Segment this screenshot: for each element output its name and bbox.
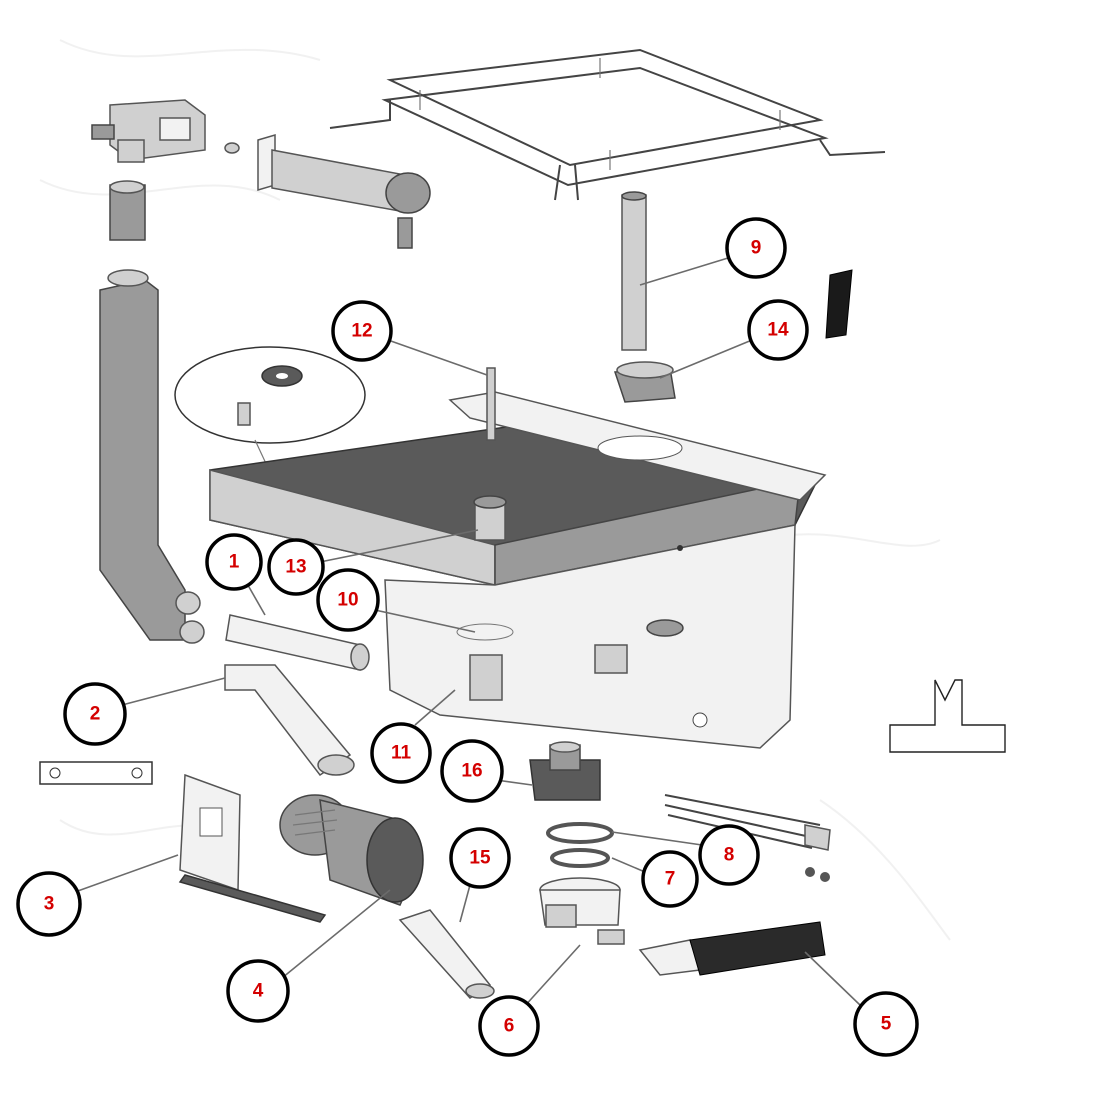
heating-element: [664, 794, 831, 882]
callout-label: 14: [767, 320, 789, 341]
straight-pipe: [225, 614, 370, 671]
small-elbow: [398, 909, 495, 999]
callout-10: 10: [316, 568, 380, 632]
callout-2: 2: [63, 682, 127, 746]
drain-nut: [529, 741, 601, 801]
inlet-pipe: [257, 133, 431, 249]
callout-label: 15: [469, 848, 491, 869]
t-profile-symbol: [889, 679, 1006, 753]
callout-label: 5: [881, 1014, 892, 1035]
callout-9: 9: [725, 217, 787, 279]
callout-label: 9: [751, 238, 762, 259]
main-tank: [209, 391, 827, 749]
sleeve-pipe: [109, 180, 146, 241]
bracket-plate: [178, 773, 327, 923]
callout-label: 10: [337, 590, 358, 611]
leader-lines: [74, 257, 861, 1009]
callout-13: 13: [267, 538, 325, 596]
callout-label: 13: [285, 557, 306, 578]
callout-1: 1: [205, 533, 263, 591]
callout-label: 4: [253, 981, 264, 1002]
callout-label: 7: [665, 869, 676, 890]
elbow-pipe: [224, 664, 355, 777]
black-hose-short: [825, 269, 853, 339]
callout-label: 2: [90, 704, 101, 725]
callout-label: 11: [391, 743, 412, 764]
mounting-plate: [39, 761, 153, 785]
callouts: 1 2 3 4 5 6 7 8 9 10 11 12 13 14 15 16: [16, 217, 919, 1057]
callout-label: 8: [724, 845, 735, 866]
callout-4: 4: [226, 959, 290, 1023]
callout-label: 12: [351, 321, 372, 342]
callout-12: 12: [331, 300, 393, 362]
callout-8: 8: [698, 824, 760, 886]
drain-housing: [539, 877, 625, 945]
callout-5: 5: [853, 991, 919, 1057]
overflow-pipe: [621, 191, 647, 351]
overflow-nut: [613, 361, 676, 403]
callout-label: 1: [229, 552, 240, 573]
callout-label: 6: [504, 1016, 515, 1037]
callout-label: 16: [461, 761, 482, 782]
callout-6: 6: [478, 995, 540, 1057]
callout-11: 11: [370, 722, 432, 784]
callout-14: 14: [747, 299, 809, 361]
gasket-rings: [546, 822, 614, 868]
drain-hose: [638, 921, 826, 976]
drain-column: [99, 269, 205, 644]
callout-label: 3: [44, 894, 55, 915]
valve-block: [91, 99, 206, 163]
callout-7: 7: [641, 850, 699, 908]
small-screw: [224, 142, 240, 154]
sensor-rod: [486, 367, 496, 441]
callout-15: 15: [449, 827, 511, 889]
rack-frame: [329, 48, 886, 201]
callout-3: 3: [16, 871, 82, 937]
pump-motor: [279, 794, 424, 906]
callout-16: 16: [440, 739, 504, 803]
